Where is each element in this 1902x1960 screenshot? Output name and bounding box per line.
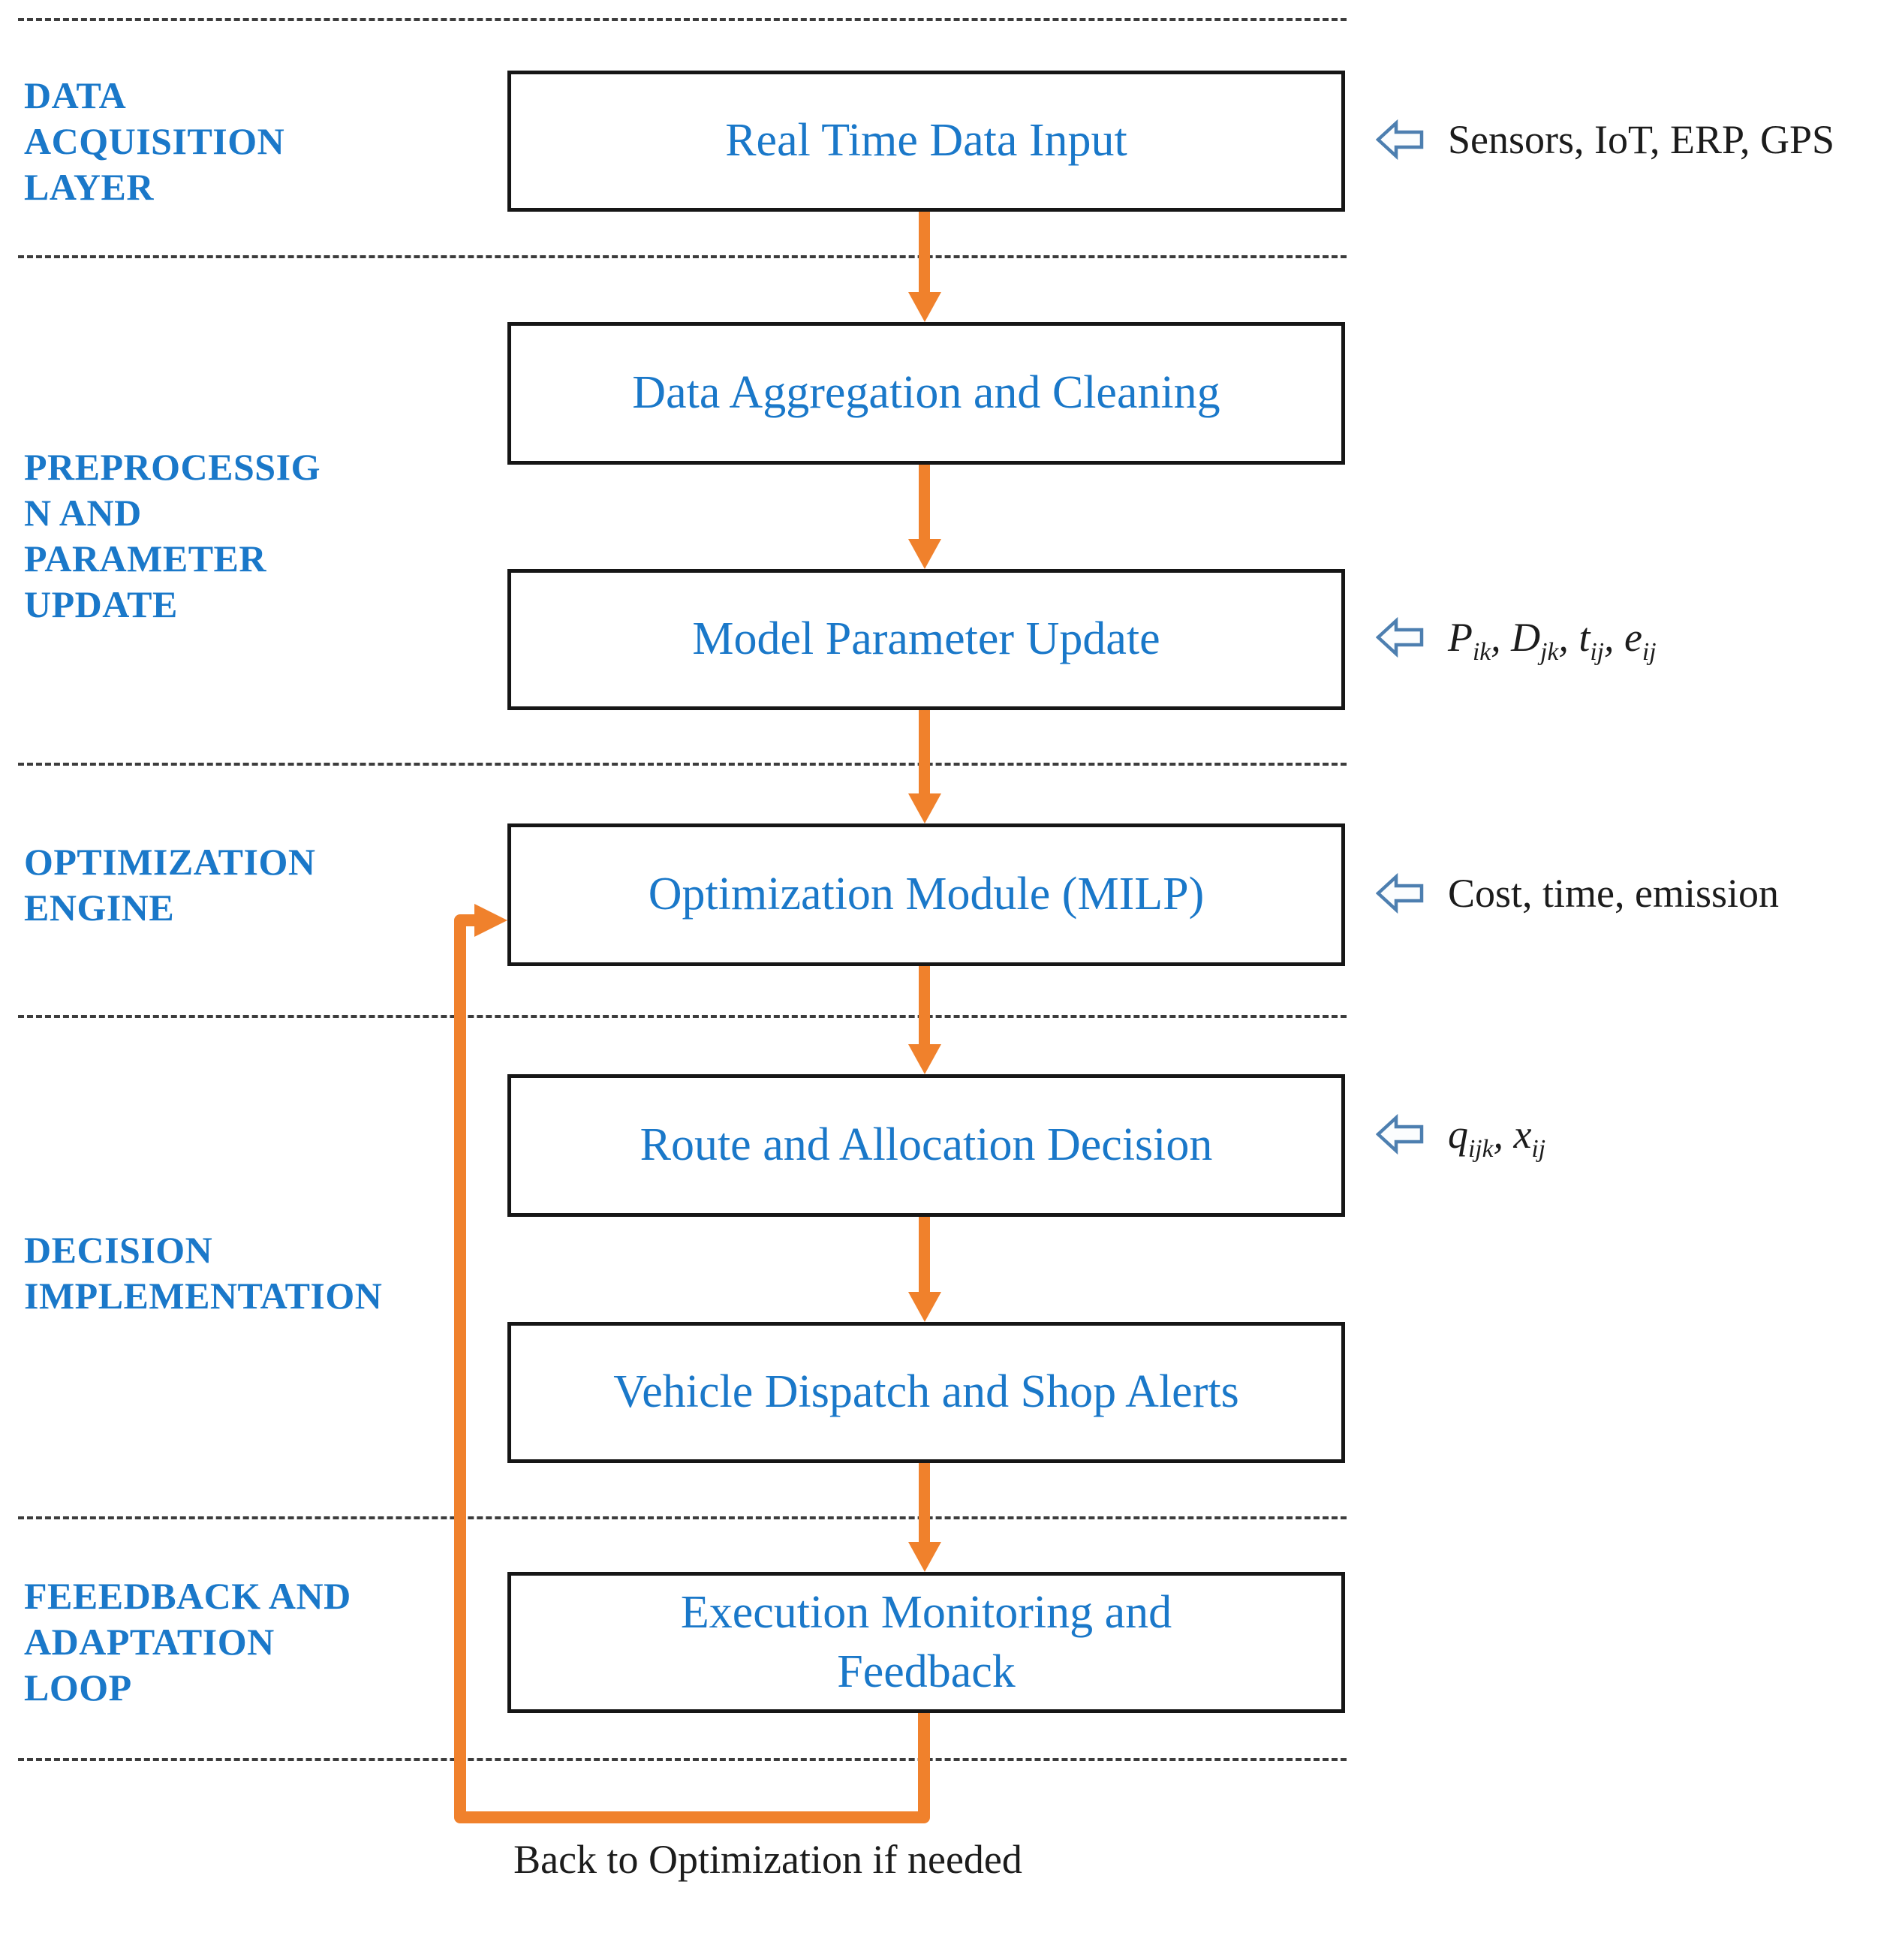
flow-arrow-5-head — [908, 1292, 941, 1322]
flow-arrow-6-shaft — [919, 1463, 930, 1542]
annotation-sensors: Sensors, IoT, ERP, GPS — [1376, 116, 1834, 163]
dashed-separator-2 — [18, 255, 1347, 258]
feedback-loop-caption: Back to Optimization if needed — [513, 1837, 1022, 1882]
layer-label-data-acquisition: DATA ACQUISITION LAYER — [24, 74, 285, 208]
annotation-parameters: Pik, Djk, tij, eij — [1376, 614, 1657, 666]
flow-arrow-4-head — [908, 1044, 941, 1074]
left-block-arrow-icon — [1376, 1112, 1424, 1156]
dashed-separator-1 — [18, 18, 1347, 21]
annotation-parameters-text: Pik, Djk, tij, eij — [1448, 615, 1657, 666]
flow-box-route-allocation-decision: Route and Allocation Decision — [507, 1074, 1345, 1217]
flow-arrow-2-shaft — [919, 465, 930, 539]
flow-arrow-1-shaft — [919, 212, 930, 292]
flow-box-real-time-data-input: Real Time Data Input — [507, 71, 1345, 212]
flow-box-data-aggregation-cleaning: Data Aggregation and Cleaning — [507, 322, 1345, 465]
left-block-arrow-icon — [1376, 118, 1424, 161]
annotation-decision-variables-text: qijk, xij — [1448, 1112, 1546, 1163]
flow-box-vehicle-dispatch-alerts: Vehicle Dispatch and Shop Alerts — [507, 1322, 1345, 1463]
annotation-sensors-text: Sensors, IoT, ERP, GPS — [1448, 117, 1835, 162]
flow-arrow-3-shaft — [919, 710, 930, 793]
flow-arrow-5-shaft — [919, 1217, 930, 1292]
flow-box-model-parameter-update: Model Parameter Update — [507, 569, 1345, 710]
left-block-arrow-icon — [1376, 616, 1424, 659]
annotation-decision-variables: qijk, xij — [1376, 1111, 1546, 1163]
layer-label-preprocessing: PREPROCESSIG N AND PARAMETER UPDATE — [24, 446, 321, 625]
flow-arrow-2-head — [908, 539, 941, 569]
flow-arrow-1-head — [908, 292, 941, 322]
flow-box-optimization-module-milp: Optimization Module (MILP) — [507, 823, 1345, 966]
dashed-separator-6 — [18, 1758, 1347, 1761]
flow-box-execution-monitoring: Execution Monitoring and Feedback — [507, 1572, 1345, 1713]
layer-label-decision-implementation: DECISION IMPLEMENTATION — [24, 1229, 383, 1317]
dashed-separator-4 — [18, 1015, 1347, 1018]
dashed-separator-3 — [18, 763, 1347, 766]
annotation-objectives: Cost, time, emission — [1376, 870, 1779, 917]
layer-label-optimization-engine: OPTIMIZATION ENGINE — [24, 841, 316, 929]
left-block-arrow-icon — [1376, 872, 1424, 915]
feedback-loop-arrowhead — [474, 904, 507, 937]
layer-label-feedback-loop: FEEEDBACK AND ADAPTATION LOOP — [24, 1575, 351, 1709]
dashed-separator-5 — [18, 1516, 1347, 1519]
flow-arrow-4-shaft — [919, 966, 930, 1044]
flow-arrow-3-head — [908, 793, 941, 823]
flow-arrow-6-head — [908, 1542, 941, 1572]
annotation-objectives-text: Cost, time, emission — [1448, 871, 1780, 916]
